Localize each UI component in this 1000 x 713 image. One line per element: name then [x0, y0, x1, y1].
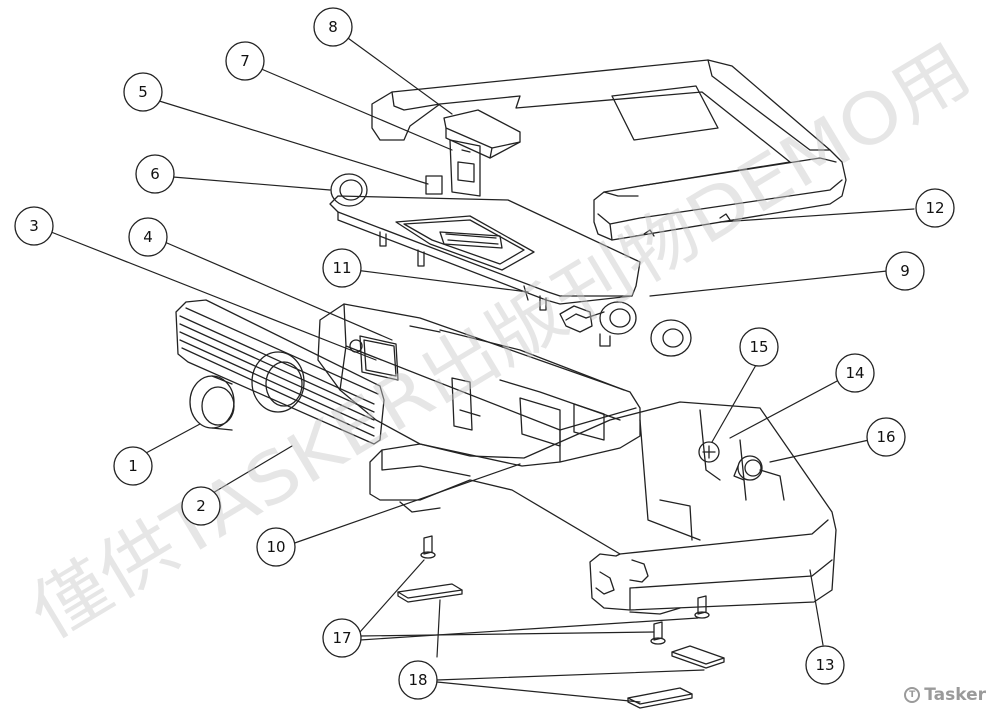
callout-15: 15 [739, 327, 779, 367]
callout-3-label: 3 [29, 217, 39, 235]
callout-2: 2 [181, 486, 221, 526]
callout-17-label: 17 [332, 629, 351, 647]
clip-part [559, 301, 637, 347]
callout-3: 3 [14, 206, 54, 246]
top-cover-part [371, 59, 847, 241]
callout-10-label: 10 [266, 538, 285, 556]
inner-chassis-part [317, 303, 641, 467]
callout-1: 1 [113, 446, 153, 486]
callout-6: 6 [135, 154, 175, 194]
leader-lines [45, 32, 915, 703]
callout-16-label: 16 [876, 428, 895, 446]
callout-6-label: 6 [150, 165, 160, 183]
callout-5: 5 [123, 72, 163, 112]
callout-17: 17 [322, 618, 362, 658]
callout-18: 18 [398, 660, 438, 700]
tasker-logo-icon: T [904, 687, 921, 703]
base-part [369, 401, 837, 615]
callout-11: 11 [322, 248, 362, 288]
small-screws-part [420, 535, 710, 645]
tasker-brand-name: Tasker [924, 685, 986, 705]
callout-8-label: 8 [328, 18, 338, 36]
callout-14-label: 14 [845, 364, 864, 382]
ring-part [330, 173, 368, 207]
feet-pads-part [397, 583, 725, 709]
front-housing-part [175, 299, 385, 445]
callout-18-label: 18 [408, 671, 427, 689]
sliding-tab-part [443, 109, 521, 159]
callout-11-label: 11 [332, 259, 351, 277]
knob-part [189, 375, 235, 431]
callout-12: 12 [915, 188, 955, 228]
callout-5-label: 5 [138, 83, 148, 101]
screw-part [698, 441, 720, 463]
callout-9-label: 9 [900, 262, 910, 280]
button-part [733, 455, 763, 481]
callout-4-label: 4 [143, 228, 153, 246]
callout-1-label: 1 [128, 457, 138, 475]
callout-13-label: 13 [815, 656, 834, 674]
callout-10: 10 [256, 527, 296, 567]
callout-8: 8 [313, 7, 353, 47]
callout-16: 16 [866, 417, 906, 457]
tasker-brand: T Tasker [904, 685, 986, 705]
callout-2-label: 2 [196, 497, 206, 515]
washer-part [650, 319, 692, 357]
callout-12-label: 12 [925, 199, 944, 217]
callout-7: 7 [225, 41, 265, 81]
callout-7-label: 7 [240, 52, 250, 70]
bracket-part [449, 139, 481, 197]
callout-4: 4 [128, 217, 168, 257]
callout-15-label: 15 [749, 338, 768, 356]
callout-13: 13 [805, 645, 845, 685]
middle-plate-part [329, 195, 641, 311]
callout-14: 14 [835, 353, 875, 393]
callout-9: 9 [885, 251, 925, 291]
pad-part [425, 175, 443, 195]
